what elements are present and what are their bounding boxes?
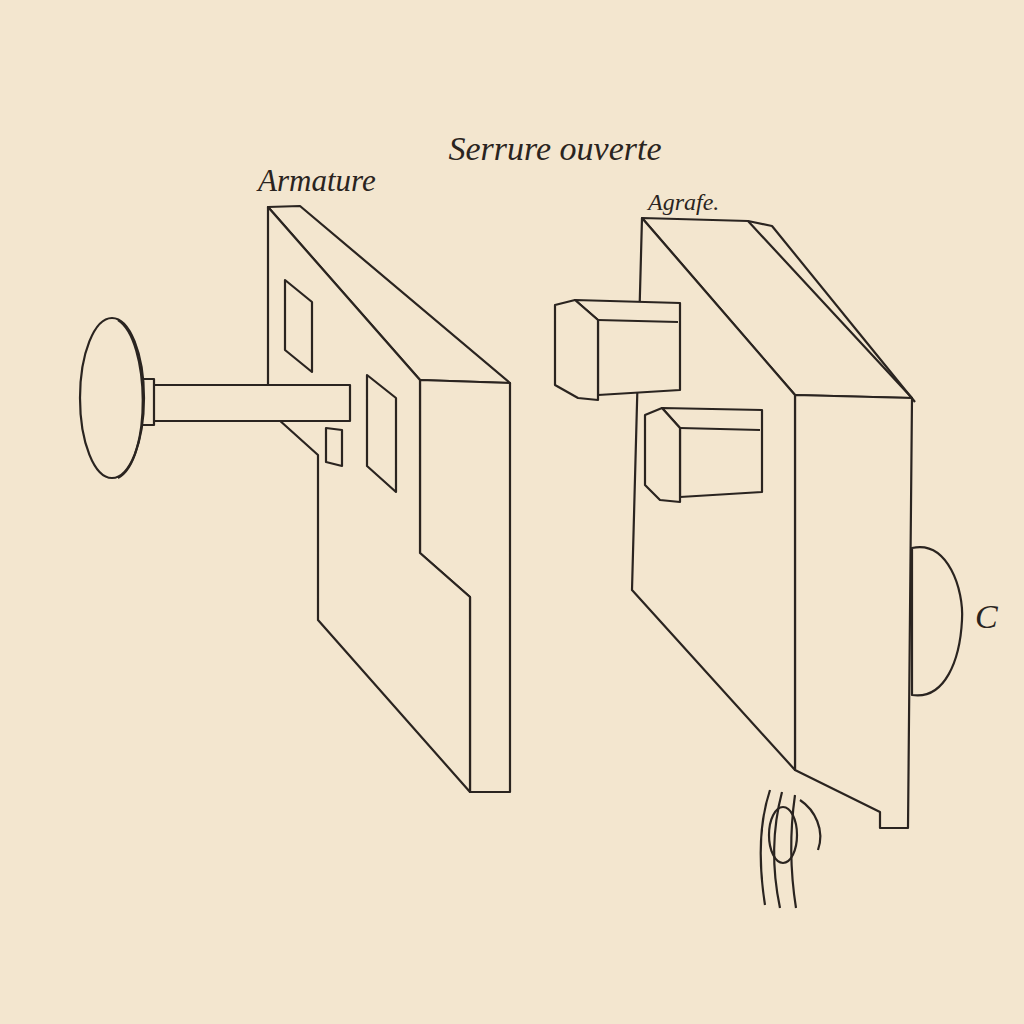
hook-edge <box>680 428 760 430</box>
armature-plate <box>268 206 510 792</box>
plate-side <box>795 395 912 828</box>
chain-link <box>769 807 797 863</box>
plate-window <box>367 375 396 492</box>
plate-face <box>632 218 795 770</box>
chain <box>761 790 820 908</box>
knob-c <box>912 547 962 695</box>
chain-link <box>800 800 820 850</box>
chain-link <box>761 790 770 905</box>
part-label: Armature <box>258 165 376 196</box>
agrafe-hook <box>555 300 762 502</box>
figure-title: Serrure ouverte <box>448 132 661 166</box>
hook-end <box>645 408 680 502</box>
hook-edge <box>598 320 678 322</box>
callout-letter: C <box>975 600 998 634</box>
hook-end <box>555 300 598 400</box>
plate-window <box>285 280 312 372</box>
plate-face <box>268 207 470 792</box>
bolt-knob-rim <box>118 320 143 478</box>
agrafe-plate <box>632 218 962 908</box>
part-label: Agrafe. <box>648 190 719 214</box>
bolt-rod <box>150 385 350 421</box>
bolt-knob <box>80 318 144 478</box>
bolt-tongue <box>326 428 342 466</box>
bolt <box>80 318 350 478</box>
